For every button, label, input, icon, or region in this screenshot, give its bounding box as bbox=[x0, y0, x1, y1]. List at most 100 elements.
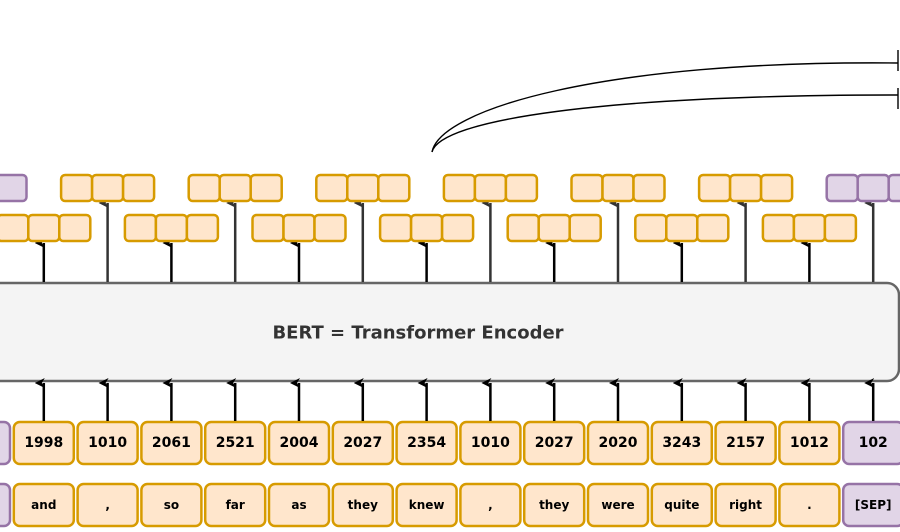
embedding-cell bbox=[823, 213, 858, 243]
embedding-cell bbox=[249, 173, 283, 203]
embedding-cell bbox=[121, 173, 156, 203]
token-box bbox=[331, 482, 395, 528]
token-text: right bbox=[729, 498, 762, 512]
token-id-text: 2027 bbox=[343, 435, 382, 451]
embedding-cell bbox=[440, 213, 475, 243]
token-id-text: 102 bbox=[859, 435, 888, 451]
token-column: they 2027 bbox=[506, 213, 602, 528]
token-column: , 1010 bbox=[442, 173, 539, 528]
token-box bbox=[0, 482, 12, 528]
embedding-cell bbox=[59, 173, 94, 203]
token-box bbox=[841, 482, 900, 528]
embedding-cell bbox=[377, 173, 411, 203]
token-id-box bbox=[331, 420, 395, 466]
token-id-text: 2157 bbox=[726, 435, 765, 451]
token-id-text: 2020 bbox=[599, 435, 638, 451]
embedding-cell bbox=[759, 173, 794, 203]
token-text: . bbox=[807, 498, 812, 512]
token-column: they 2027 bbox=[315, 173, 411, 528]
embedding-cell bbox=[409, 213, 444, 243]
embedding-cell bbox=[537, 213, 571, 243]
token-box bbox=[714, 482, 777, 528]
token-id-box bbox=[650, 420, 714, 466]
encoder-box bbox=[0, 281, 900, 383]
embedding-cell bbox=[887, 173, 900, 203]
token-box bbox=[459, 482, 522, 528]
token-id-box bbox=[459, 420, 522, 466]
token-text: they bbox=[539, 498, 569, 512]
embedding-cell bbox=[634, 213, 668, 243]
embedding-cell bbox=[0, 213, 30, 243]
token-id-box bbox=[778, 420, 841, 466]
embedding-cell bbox=[696, 213, 730, 243]
token-column: , 1010 bbox=[59, 173, 156, 528]
token-text: they bbox=[348, 498, 378, 512]
token-box bbox=[650, 482, 714, 528]
token-box bbox=[267, 482, 331, 528]
embedding-cell bbox=[601, 173, 635, 203]
token-id-text: 2061 bbox=[152, 435, 191, 451]
token-id-box bbox=[12, 420, 76, 466]
token-id-text: 2521 bbox=[216, 435, 255, 451]
embedding-cell bbox=[825, 173, 859, 203]
embedding-cell bbox=[313, 213, 347, 243]
token-text: quite bbox=[664, 498, 699, 512]
token-box bbox=[586, 482, 650, 528]
embedding-cell bbox=[27, 213, 61, 243]
token-text: , bbox=[105, 498, 110, 512]
token-id-text: 3243 bbox=[662, 435, 701, 451]
embedding-cell bbox=[570, 173, 604, 203]
attention-curves bbox=[431, 50, 899, 153]
token-text: knew bbox=[409, 498, 445, 512]
token-box bbox=[12, 482, 76, 528]
embedding-cell bbox=[728, 173, 763, 203]
embedding-cell bbox=[473, 173, 508, 203]
token-id-box bbox=[0, 420, 12, 466]
token-column: so 2061 bbox=[123, 213, 220, 528]
embedding-cell bbox=[154, 213, 189, 243]
embedding-cell bbox=[123, 213, 158, 243]
token-column bbox=[0, 173, 28, 528]
embedding-cell bbox=[697, 173, 732, 203]
token-box bbox=[778, 482, 841, 528]
embedding-cell bbox=[282, 213, 316, 243]
token-id-text: 2027 bbox=[535, 435, 574, 451]
embedding-cell bbox=[315, 173, 349, 203]
embedding-cell bbox=[218, 173, 252, 203]
token-text: so bbox=[164, 498, 179, 512]
token-text: [SEP] bbox=[855, 498, 892, 512]
embedding-cell bbox=[632, 173, 666, 203]
embedding-cell bbox=[761, 213, 796, 243]
embedding-cell bbox=[506, 213, 540, 243]
encoder-block: BERT = Transformer Encoder bbox=[0, 281, 900, 383]
token-id-box bbox=[76, 420, 139, 466]
embedding-cell bbox=[504, 173, 539, 203]
curve-arrow-upper bbox=[431, 62, 899, 153]
token-id-text: 1010 bbox=[471, 435, 510, 451]
encoder-label: BERT = Transformer Encoder bbox=[272, 323, 563, 344]
token-id-text: 1998 bbox=[24, 435, 63, 451]
embedding-cell bbox=[185, 213, 220, 243]
embedding-cell bbox=[442, 173, 477, 203]
embedding-cell bbox=[792, 213, 827, 243]
token-text: were bbox=[601, 498, 634, 512]
embedding-cell bbox=[665, 213, 699, 243]
embedding-cell bbox=[346, 173, 380, 203]
token-text: as bbox=[291, 498, 306, 512]
token-id-text: 1012 bbox=[790, 435, 829, 451]
token-id-box bbox=[140, 420, 203, 466]
embedding-cell bbox=[378, 213, 413, 243]
embedding-cell bbox=[251, 213, 285, 243]
token-text: , bbox=[488, 498, 493, 512]
token-id-box bbox=[395, 420, 458, 466]
token-id-text: 1010 bbox=[88, 435, 127, 451]
embedding-cell bbox=[568, 213, 602, 243]
token-id-box bbox=[714, 420, 777, 466]
embedding-cell bbox=[90, 173, 125, 203]
token-column: . 1012 bbox=[761, 213, 858, 528]
token-id-box bbox=[203, 420, 267, 466]
embedding-cell bbox=[856, 173, 890, 203]
